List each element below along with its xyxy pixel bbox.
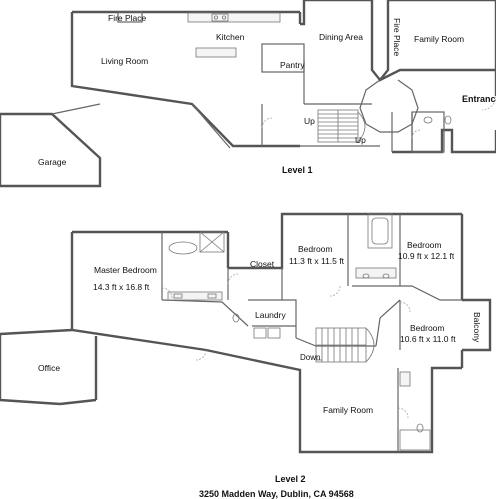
stairs-down-label: Down — [300, 353, 320, 362]
bedroom-c-label: Bedroom — [410, 323, 445, 333]
bedroom-b-label: Bedroom — [407, 240, 442, 250]
level2-doors — [161, 273, 411, 419]
fireplace-right-label: Fire Place — [392, 18, 402, 57]
level1-walls — [0, 0, 496, 188]
dining-area-label: Dining Area — [319, 32, 363, 42]
address-caption: 3250 Madden Way, Dublin, CA 94568 — [199, 489, 354, 499]
level2-fixtures — [167, 213, 431, 451]
fireplace-left-label: Fire Place — [108, 13, 147, 23]
level1-caption: Level 1 — [282, 165, 313, 175]
bedroom-b-size: 10.9 ft x 12.1 ft — [398, 251, 455, 261]
family-room-l2-label: Family Room — [323, 405, 373, 415]
living-room-label: Living Room — [101, 56, 148, 66]
bedroom-a-label: Bedroom — [298, 244, 333, 254]
kitchen-label: Kitchen — [216, 32, 245, 42]
laundry-label: Laundry — [255, 310, 286, 320]
garage-label: Garage — [38, 157, 67, 167]
stairs-up-left-label: Up — [304, 116, 315, 126]
bedroom-a-size: 11.3 ft x 11.5 ft — [289, 256, 345, 266]
level2-caption: Level 2 — [275, 474, 306, 484]
closet-label: Closet — [250, 259, 275, 269]
office-label: Office — [38, 363, 60, 373]
bedroom-c-size: 10.6 ft x 11.0 ft — [400, 334, 456, 344]
master-bedroom-label: Master Bedroom — [94, 265, 157, 275]
balcony-label: Balcony — [472, 312, 482, 343]
master-bedroom-size: 14.3 ft x 16.8 ft — [93, 282, 150, 292]
entrance-label: Entrance — [462, 94, 496, 104]
stairs-up-right-label: Up — [355, 135, 366, 145]
level1-stairs — [317, 109, 366, 143]
family-room-l1-label: Family Room — [414, 34, 464, 44]
pantry-label: Pantry — [280, 60, 305, 70]
